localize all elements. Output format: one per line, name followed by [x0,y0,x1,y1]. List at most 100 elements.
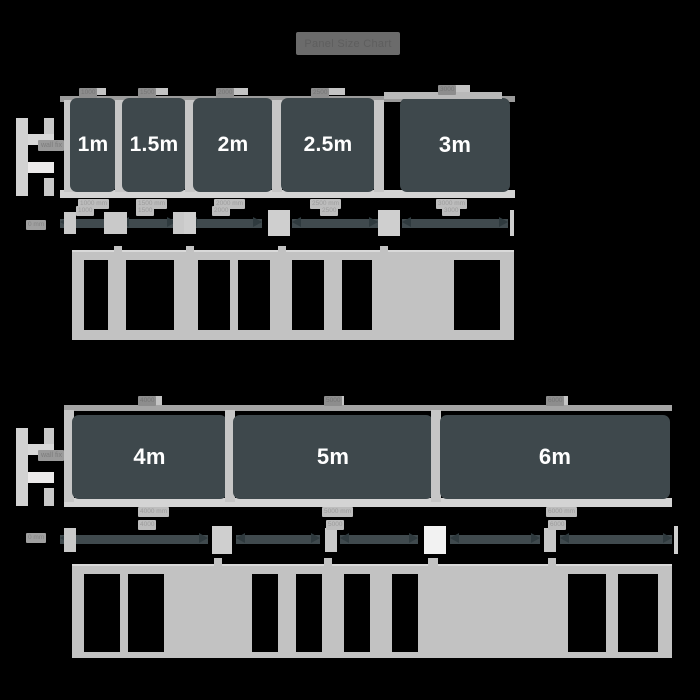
dimension-node [173,212,185,234]
panel-bottom-label: 5000 mm [322,507,354,517]
plan-slot [342,260,372,330]
dimension-segment [292,219,378,228]
panel-4m[interactable]: 4m [72,415,227,499]
panel-5m[interactable]: 5m [233,415,433,499]
dimension-node [64,212,76,234]
dimension-segment [236,535,320,544]
panel-bottom-label: 3000 mm [436,199,468,209]
plan-slot [568,574,606,652]
dimension-arrow-left [402,217,411,227]
plan-notch [214,558,222,566]
panel-gap [64,100,74,192]
dimension-arrow-right [531,533,540,543]
plan-slot [454,260,500,330]
plan-top-hairline [72,250,514,252]
panel-1-5m[interactable]: 1.5m [122,98,186,192]
plan-notch [548,558,556,566]
elevation-base-bottom [64,498,672,507]
wall-bracket-top [16,118,56,196]
panel-bottom-label: 2000 mm [214,199,246,209]
panel-top-label: 2000 [216,88,235,98]
plan-slot [198,260,230,330]
bracket-tab [44,118,54,134]
plan-slot [252,574,278,652]
panel-top-label: 5000 [324,396,343,406]
panel-bottom-label: 2500 mm [310,199,342,209]
dimension-node [378,210,400,236]
dimension-arrow-left [560,533,569,543]
dimension-arrow-left [292,217,301,227]
bracket-arm-top [28,134,54,145]
dimension-segment [560,535,672,544]
dimension-arrow-left [236,533,245,543]
bracket-arm-top [28,444,54,455]
plan-notch [278,246,286,253]
dimension-label: 1000 [76,206,95,216]
dimension-arrow-right [167,217,176,227]
dimension-arrow-right [253,217,262,227]
dimension-arrow-right [499,217,508,227]
plan-slot [126,260,174,330]
plan-slot [296,574,322,652]
wall-bracket-bottom [16,428,56,506]
dimension-node [212,526,232,554]
dimension-arrow-left [450,533,459,543]
panel-bottom-label: 1500 mm [136,199,168,209]
bracket-arm-bottom [28,472,54,483]
plan-notch [186,246,194,253]
panel-2-5m[interactable]: 2.5m [281,98,375,192]
dimension-node [184,212,196,234]
dimension-endcap [510,210,514,236]
dimension-segment [340,535,418,544]
dimension-endcap [674,526,678,554]
dimension-node [115,212,127,234]
panel-bottom-label: 6000 mm [546,507,578,517]
panel-gap [115,100,125,192]
plan-slot [292,260,324,330]
dimension-segment [402,219,508,228]
plan-notch [380,246,388,253]
dimension-arrow-left [340,533,349,543]
bracket-tab [44,178,54,196]
panel-top-label: 3000 [438,85,457,95]
elevation-rail-bottom [64,405,672,411]
dimension-origin-label-bottom: 0 mm [26,533,47,543]
dimension-label: 2500 [320,206,339,216]
dimension-segment [60,535,208,544]
dimension-node [104,212,116,234]
dimension-label: 4000 [138,520,157,530]
dimension-arrow-right [199,533,208,543]
panel-top-label: 1000 [79,88,98,98]
panel-bottom-label: 1000 mm [78,199,110,209]
panel-gap [374,100,384,192]
plan-notch [428,558,438,566]
panel-1m[interactable]: 1m [70,98,116,192]
panel-2m[interactable]: 2m [193,98,273,192]
panel-6m[interactable]: 6m [440,415,670,499]
panel-connector [384,92,502,99]
page-title: Panel Size Chart [296,32,400,55]
dimension-arrow-right [409,533,418,543]
elevation-base-top [60,190,515,198]
dimension-label: 5000 [326,520,345,530]
dimension-node-highlight [424,526,446,554]
plan-slot [84,260,108,330]
panel-3m[interactable]: 3m [400,98,510,192]
dimension-node [544,528,556,552]
bracket-post [16,118,28,196]
bracket-arm-bottom [28,162,54,173]
dimension-node [268,210,290,236]
dimension-segment [60,219,116,228]
dimension-label: 3000 [442,206,461,216]
panel-gap [225,410,235,502]
dimension-segment [120,219,176,228]
panel-gap [64,410,74,502]
plan-slot [392,574,418,652]
panel-top-label: 2500 [311,88,330,98]
plan-slot [344,574,370,652]
bracket-label-top: wall fix [38,140,64,151]
panel-gap [185,100,195,192]
dimension-arrow-right [663,533,672,543]
plan-slot [618,574,658,652]
